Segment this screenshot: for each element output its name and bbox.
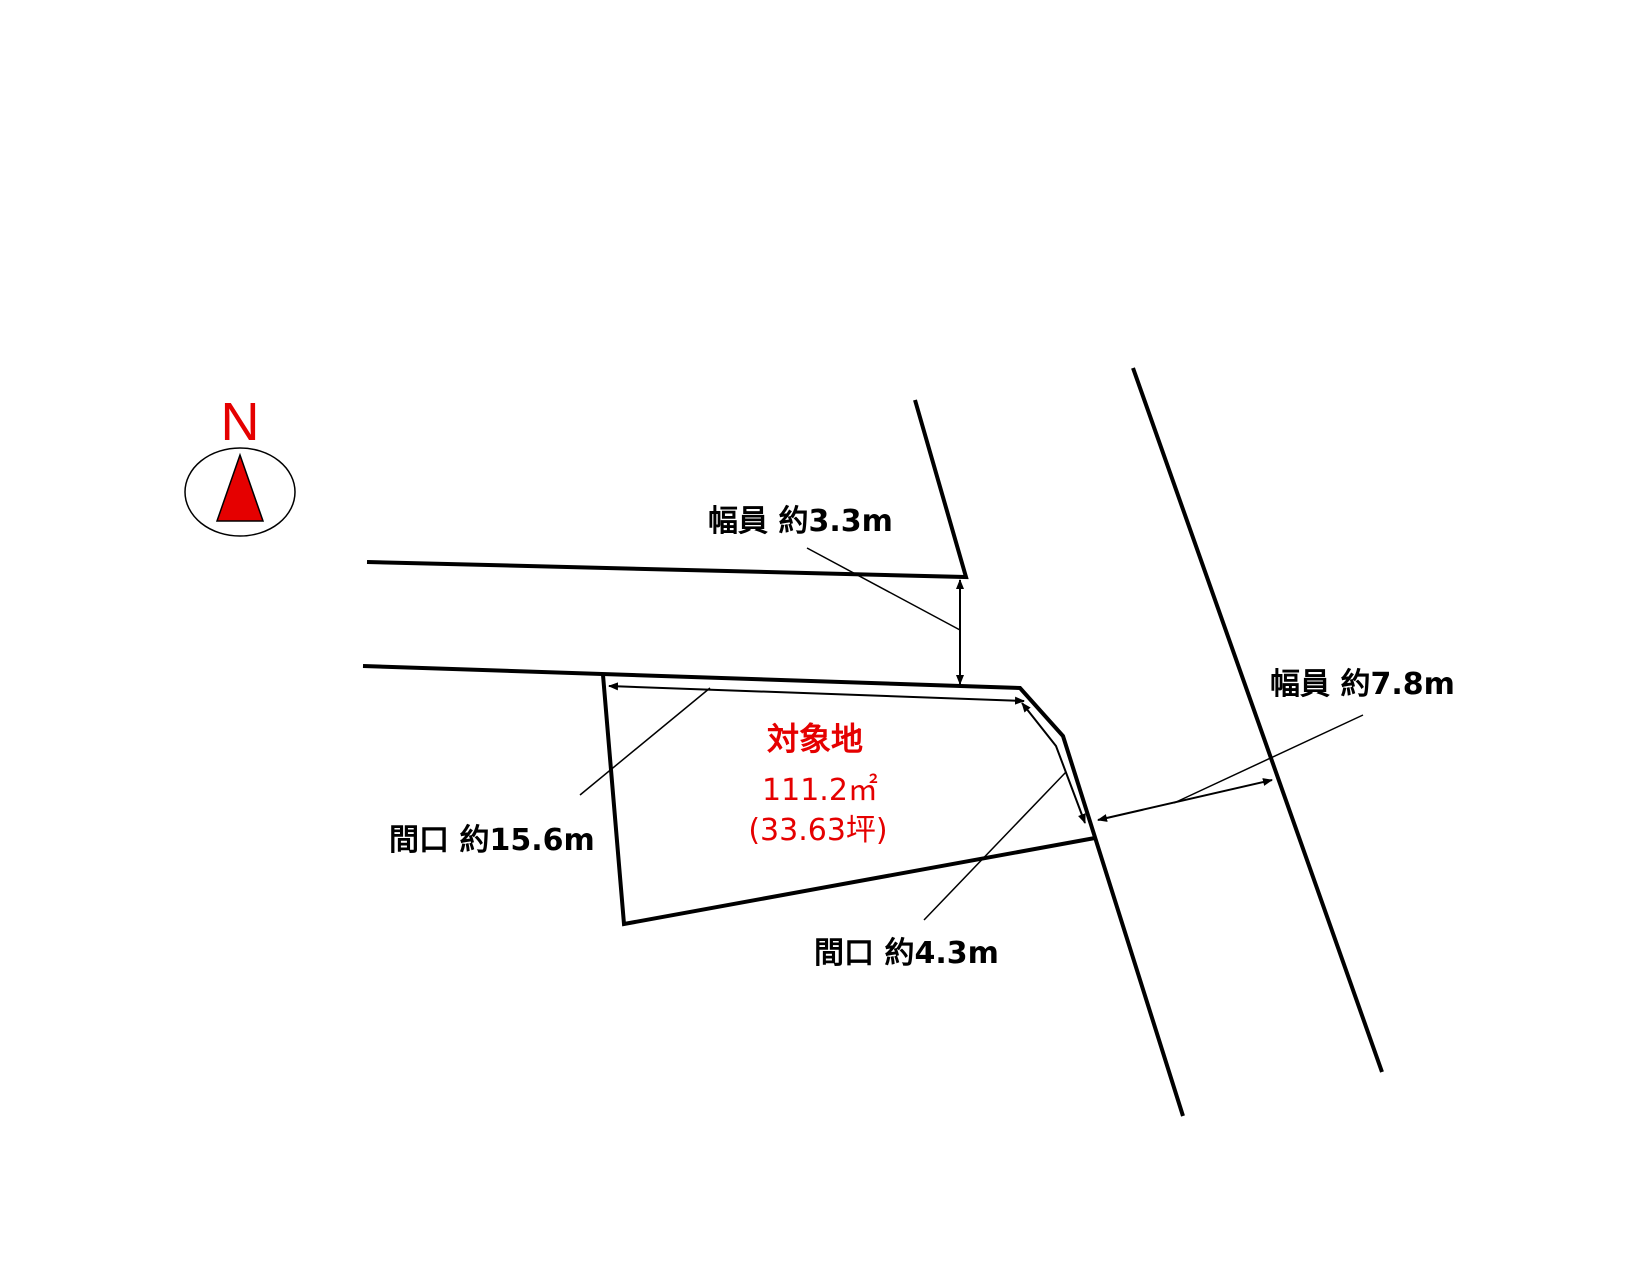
north-letter: N [221, 392, 260, 452]
frontage-north-label: 間口 約15.6m [389, 823, 595, 858]
subject-lot-boundary [601, 674, 1096, 927]
frontage-corner-label: 間口 約4.3m [814, 936, 999, 971]
compass-ellipse [184, 447, 296, 537]
north-road-top-edge [366, 399, 969, 580]
subject-title: 対象地 [767, 720, 863, 758]
frontage-corner-dimension [1021, 702, 1086, 824]
subject-area-sqm: 111.2㎡ [762, 773, 878, 808]
east-road-far-edge [1131, 367, 1384, 1073]
north-arrow-icon [215, 452, 265, 522]
leader-north-road [806, 547, 961, 631]
leader-frontage-north [579, 687, 711, 796]
north-compass: N [184, 392, 296, 537]
east-road-width-label: 幅員 約7.8m [1270, 667, 1455, 702]
leader-frontage-corner [923, 771, 1067, 921]
subject-area-tsubo: (33.63坪) [748, 813, 887, 848]
frontage-north-dimension [608, 682, 1025, 705]
subject-lot-info: 対象地 111.2㎡ (33.63坪) [748, 720, 887, 848]
leader-east-road [1173, 714, 1364, 804]
north-road-width-label: 幅員 約3.3m [708, 504, 893, 539]
east-road-width-dimension [1097, 778, 1273, 822]
